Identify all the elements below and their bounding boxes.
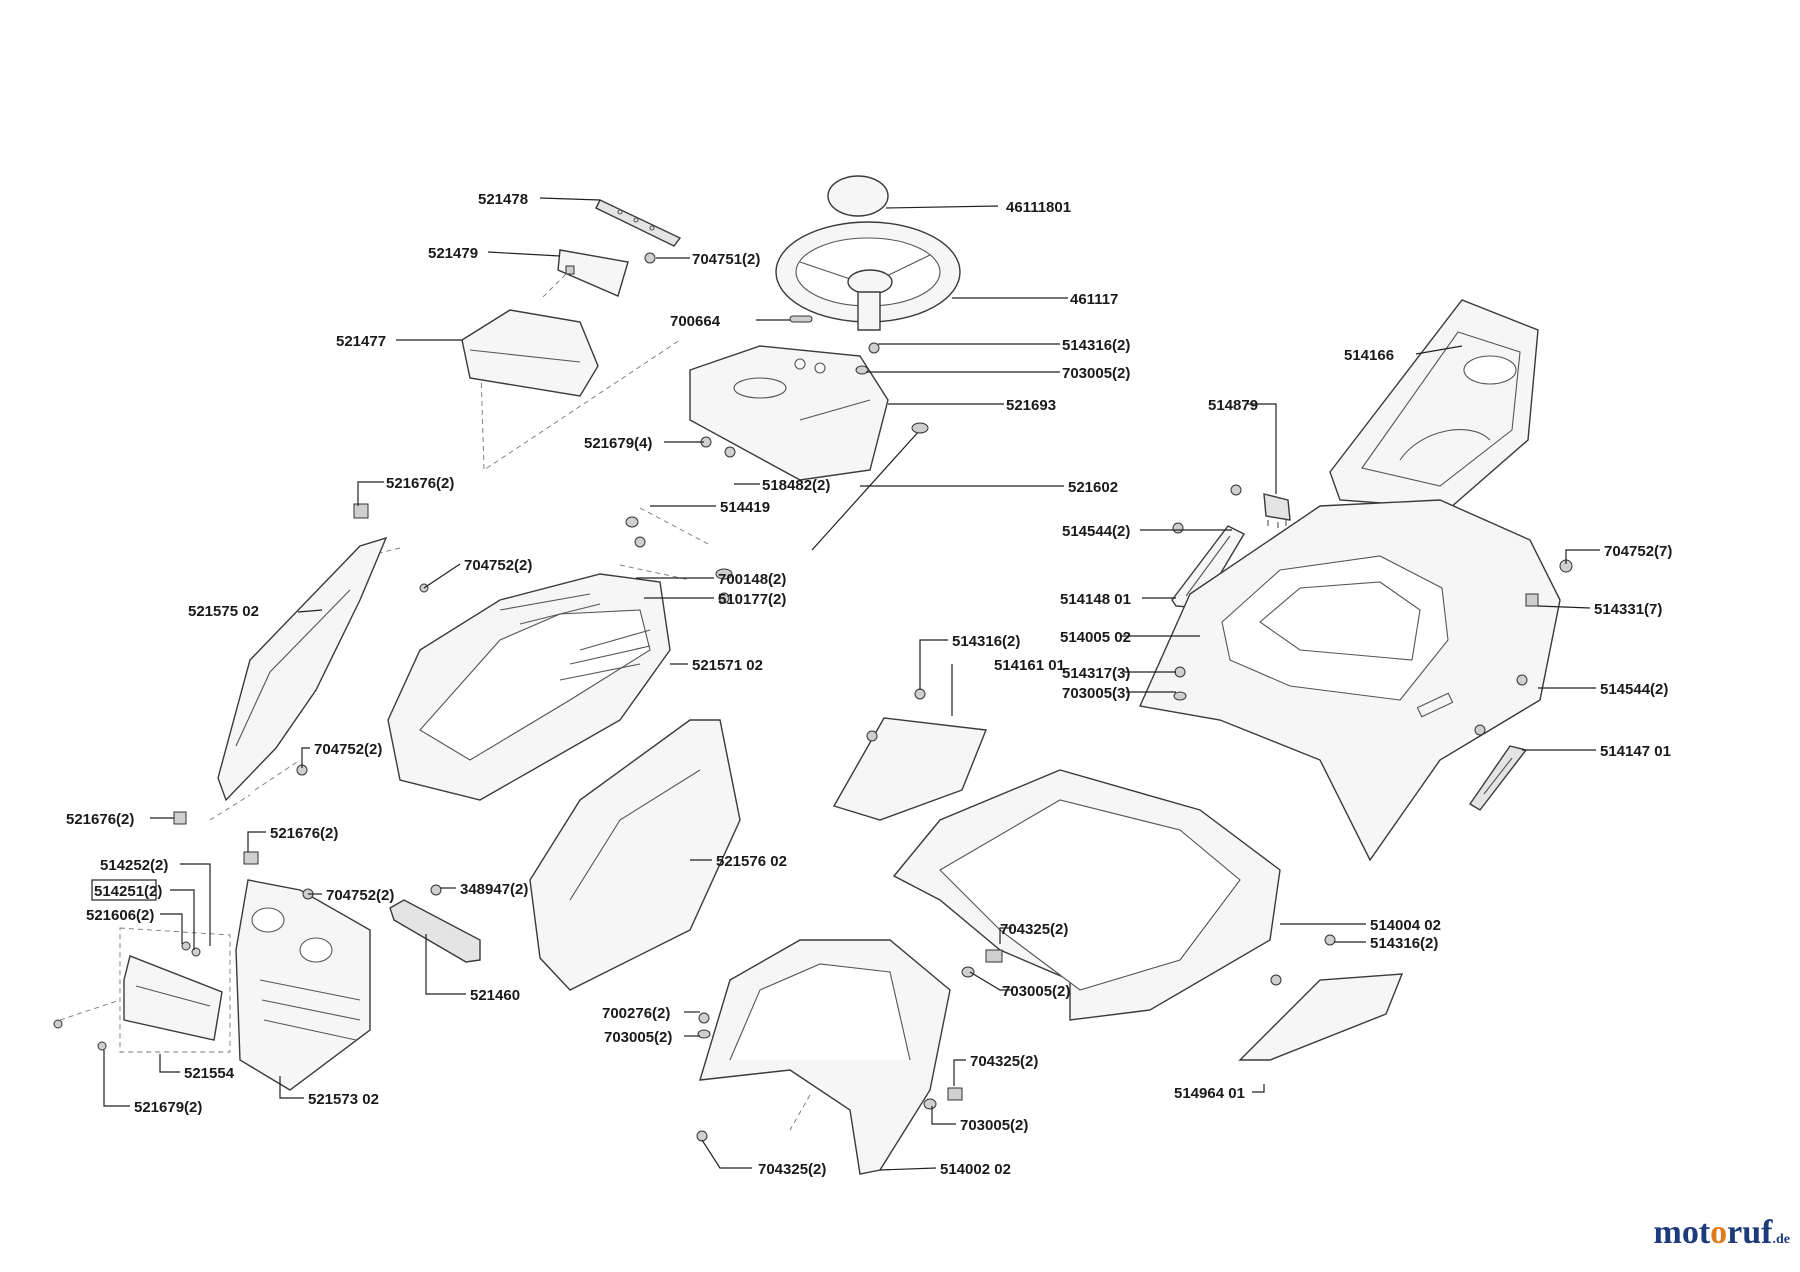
- part-514002-front-frame: [699, 939, 951, 1175]
- label-514331: 514331(7): [1594, 601, 1662, 618]
- logo-part-3: ruf: [1727, 1214, 1773, 1251]
- label-521554: 521554: [184, 1065, 235, 1082]
- part-521460-bracket: [389, 899, 481, 963]
- logo-part-2: o: [1710, 1214, 1728, 1251]
- fasteners: [53, 252, 1573, 1142]
- label-703005-d: 703005(2): [604, 1029, 672, 1046]
- motoruf-logo[interactable]: motoruf.de: [1654, 1214, 1790, 1252]
- label-514879: 514879: [1208, 397, 1258, 414]
- label-514316-a: 514316(2): [1062, 337, 1130, 354]
- label-704325-c: 704325(2): [758, 1161, 826, 1178]
- label-461117: 461117: [1070, 291, 1118, 308]
- label-514419: 514419: [720, 499, 770, 516]
- part-521602-rod: [811, 422, 929, 551]
- label-704752-c: 704752(2): [314, 741, 382, 758]
- part-514161-foot-plate: [832, 717, 987, 821]
- label-700664: 700664: [670, 313, 721, 330]
- label-514251: 514251(2): [94, 883, 162, 900]
- label-348947: 348947(2): [460, 881, 528, 898]
- label-514147: 514147 01: [1600, 743, 1671, 760]
- part-521573-front-grille: [235, 879, 371, 1091]
- label-521679-a: 521679(4): [584, 435, 652, 452]
- label-703005-b: 703005(3): [1062, 685, 1130, 702]
- part-514004-footboard: [892, 769, 1281, 1021]
- label-46111801: 46111801: [1006, 199, 1071, 216]
- label-521479: 521479: [428, 245, 478, 262]
- label-704325-a: 704325(2): [1000, 921, 1068, 938]
- label-514166: 514166: [1344, 347, 1394, 364]
- label-521460: 521460: [470, 987, 520, 1004]
- label-514161: 514161 01: [994, 657, 1065, 674]
- logo-tld: .de: [1772, 1232, 1791, 1247]
- part-521477-cover: [461, 309, 599, 397]
- part-521693-dashboard: [689, 345, 889, 481]
- label-703005-c: 703005(2): [1002, 983, 1070, 1000]
- label-514317: 514317(3): [1062, 665, 1130, 682]
- label-521602: 521602: [1068, 479, 1118, 496]
- part-521478-badge: [595, 199, 682, 247]
- part-521575-hood-side: [217, 536, 388, 802]
- part-521571-hood: [387, 573, 671, 801]
- part-514148-trim: [1171, 525, 1245, 609]
- part-514147-handle: [1469, 745, 1528, 811]
- label-521679-b: 521679(2): [134, 1099, 202, 1116]
- label-514544-a: 514544(2): [1062, 523, 1130, 540]
- part-521576-hood-side: [529, 719, 741, 991]
- label-521575: 521575 02: [188, 603, 259, 620]
- part-46111801-cap: [827, 175, 889, 217]
- label-700276: 700276(2): [602, 1005, 670, 1022]
- label-521573: 521573 02: [308, 1091, 379, 1108]
- label-521676-c: 521676(2): [270, 825, 338, 842]
- label-510177: 510177(2): [718, 591, 786, 608]
- label-703005-a: 703005(2): [1062, 365, 1130, 382]
- label-521571: 521571 02: [692, 657, 763, 674]
- label-704751: 704751(2): [692, 251, 760, 268]
- label-514316-b: 514316(2): [952, 633, 1020, 650]
- logo-part-1: mot: [1653, 1214, 1711, 1251]
- label-521676-a: 521676(2): [386, 475, 454, 492]
- label-514005: 514005 02: [1060, 629, 1131, 646]
- label-704752-b: 704752(7): [1604, 543, 1672, 560]
- label-521693: 521693: [1006, 397, 1056, 414]
- label-704325-b: 704325(2): [970, 1053, 1038, 1070]
- label-514252: 514252(2): [100, 857, 168, 874]
- label-514964: 514964 01: [1174, 1085, 1245, 1102]
- label-521477: 521477: [336, 333, 386, 350]
- label-521606: 521606(2): [86, 907, 154, 924]
- leader-lines: [103, 197, 1600, 1171]
- label-700148: 700148(2): [718, 571, 786, 588]
- label-514544-b: 514544(2): [1600, 681, 1668, 698]
- label-518482: 518482(2): [762, 477, 830, 494]
- part-labels: 521478 46111801 521479 704751(2) 461117 …: [66, 191, 1672, 1178]
- label-703005-e: 703005(2): [960, 1117, 1028, 1134]
- part-514964-foot-plate: [1238, 973, 1404, 1061]
- label-521676-b: 521676(2): [66, 811, 134, 828]
- label-514148: 514148 01: [1060, 591, 1131, 608]
- label-514004: 514004 02: [1370, 917, 1441, 934]
- label-514316-c: 514316(2): [1370, 935, 1438, 952]
- part-461117-steering-wheel: [775, 221, 961, 331]
- label-704752-a: 704752(2): [464, 557, 532, 574]
- part-521479-bracket: [557, 249, 629, 297]
- label-521478: 521478: [478, 191, 528, 208]
- part-514005-rear-body: [1138, 499, 1561, 862]
- part-514166-seat: [1329, 299, 1539, 509]
- part-700664-pin: [789, 315, 813, 323]
- part-514879-switch: [1263, 493, 1291, 528]
- part-521554-lens: [123, 955, 223, 1041]
- label-514251-box: [91, 879, 157, 901]
- label-704752-d: 704752(2): [326, 887, 394, 904]
- label-514002: 514002 02: [940, 1161, 1011, 1178]
- label-521576: 521576 02: [716, 853, 787, 870]
